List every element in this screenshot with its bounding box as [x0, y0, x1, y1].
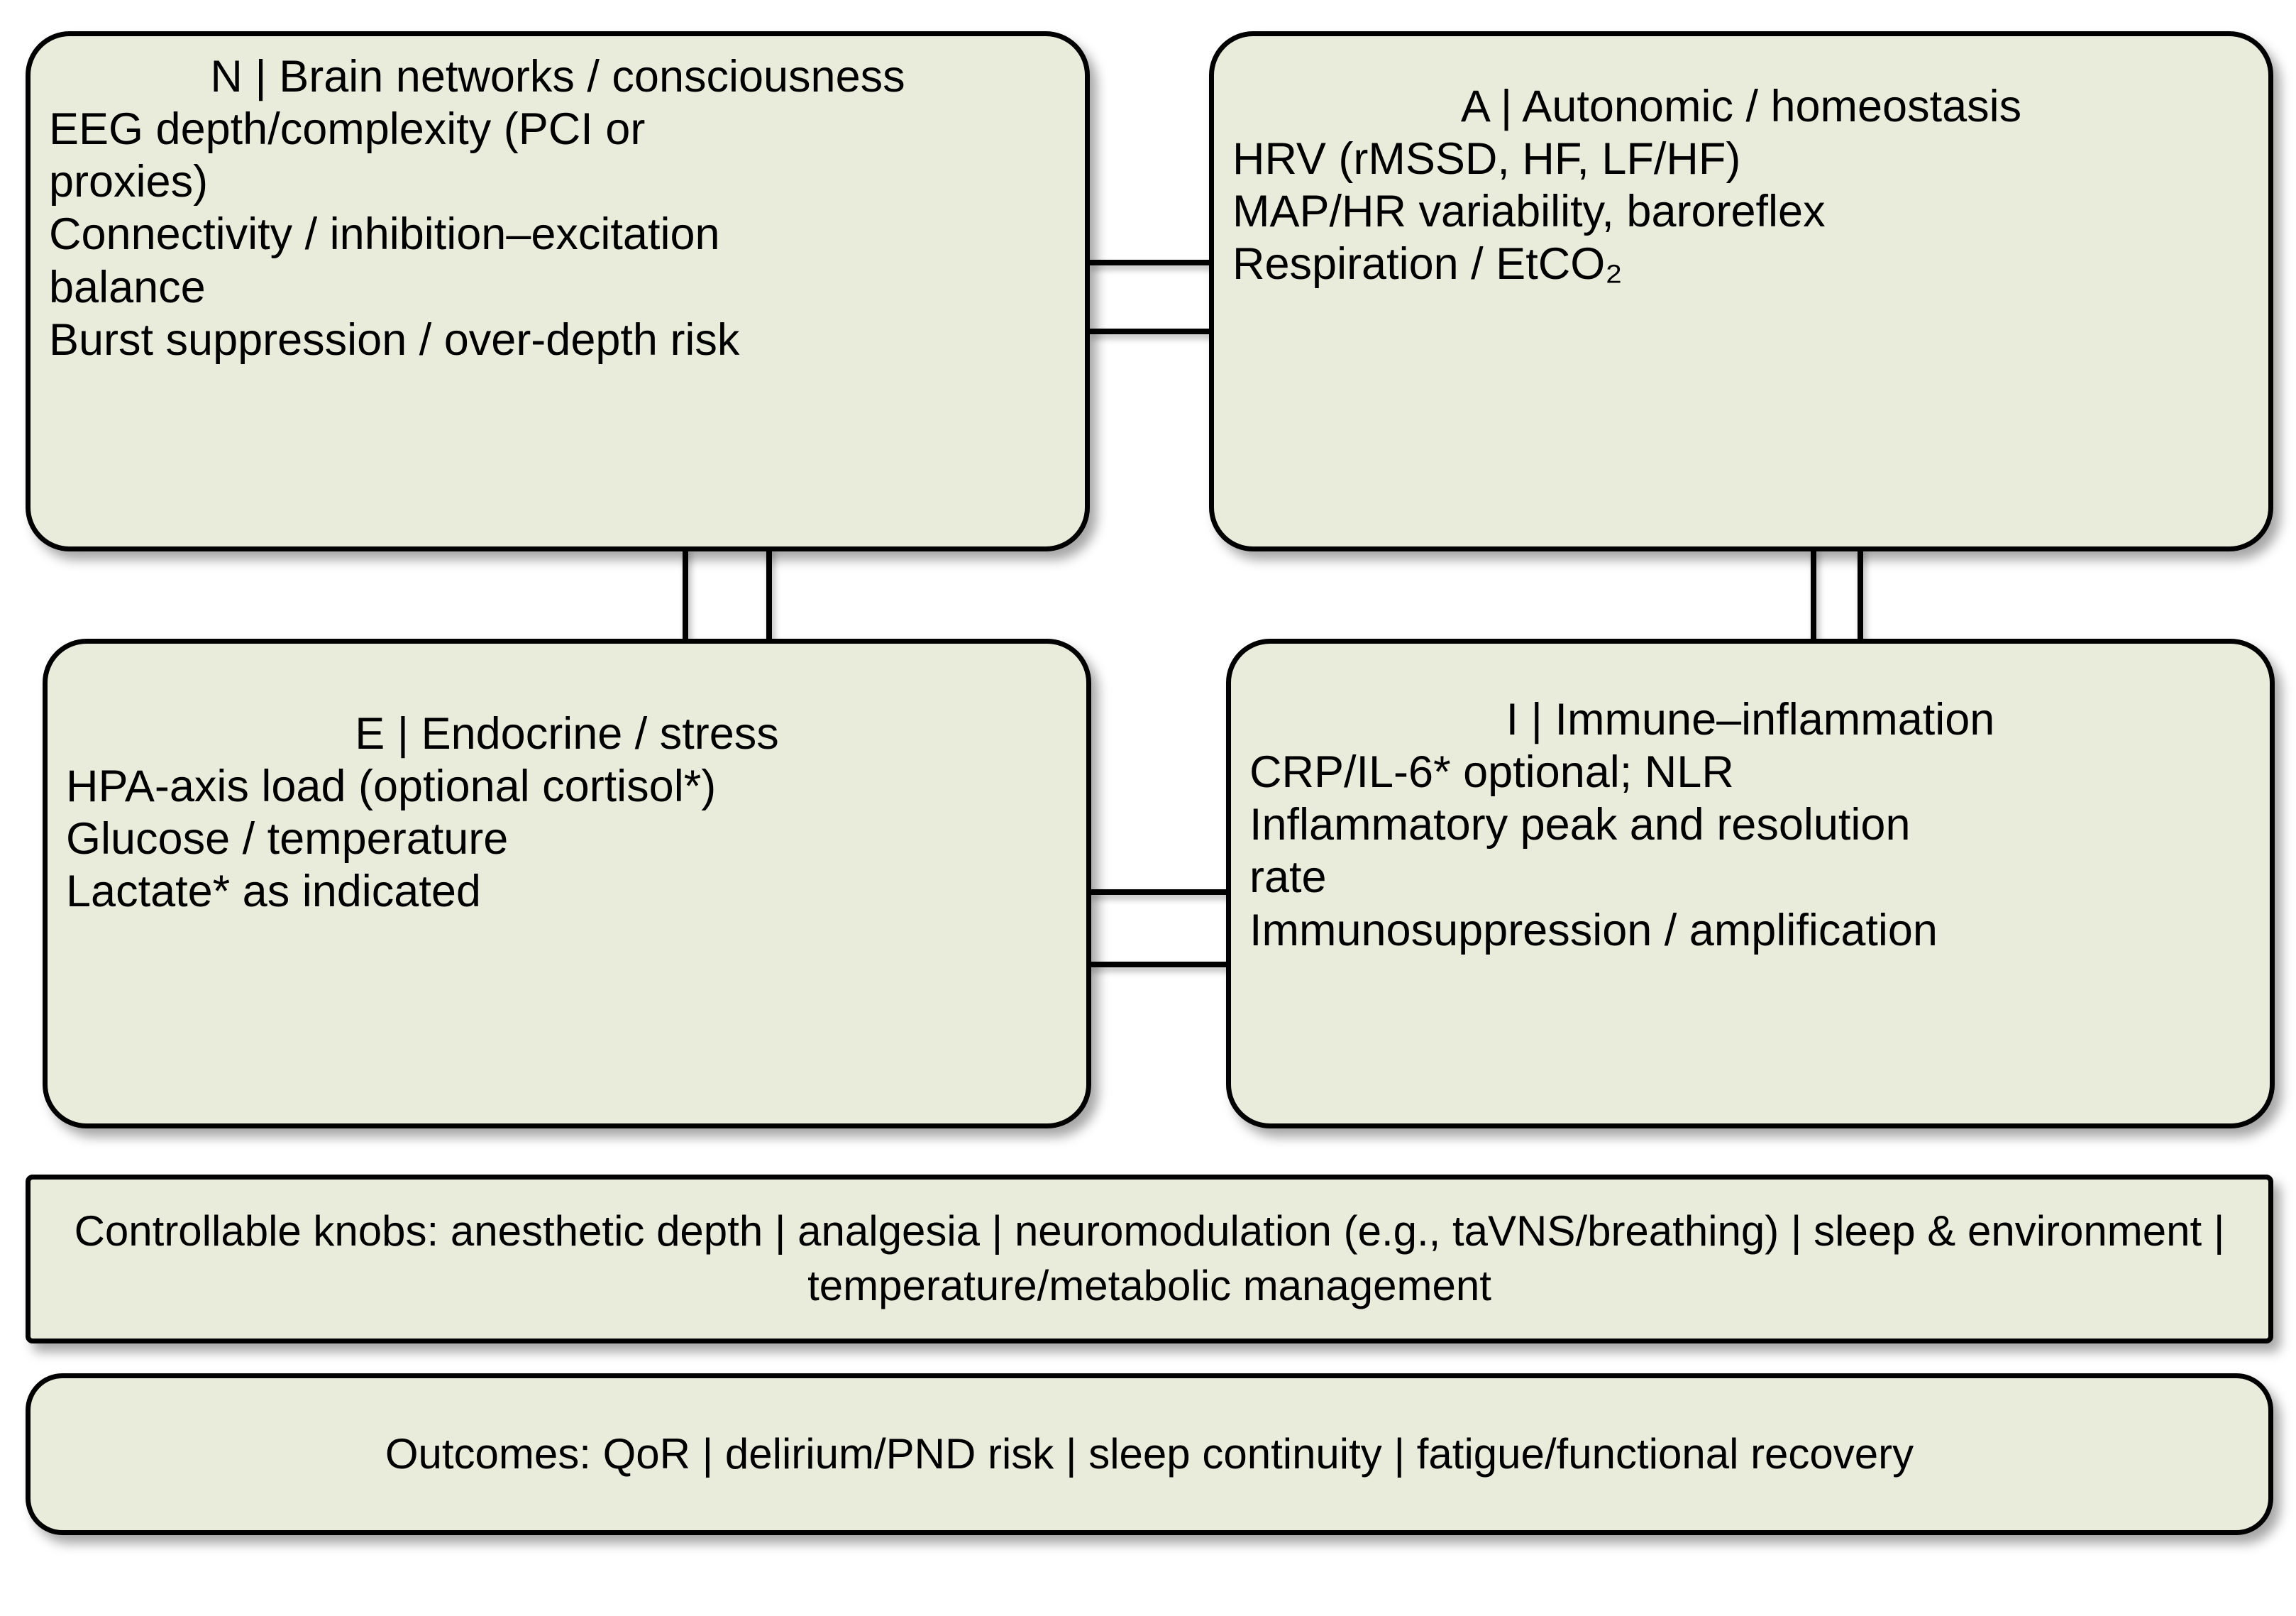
connector-brain-autonomic-lower	[1088, 329, 1213, 334]
node-brain-networks-body: EEG depth/complexity (PCI or proxies) Co…	[49, 103, 1066, 367]
node-endocrine-stress[interactable]: E | Endocrine / stress HPA-axis load (op…	[43, 639, 1091, 1128]
node-autonomic-homeostasis-title: A | Autonomic / homeostasis	[1460, 82, 2022, 131]
node-immune-inflammation-title: I | Immune–inflammation	[1506, 695, 1995, 744]
node-brain-networks-line-2: proxies)	[49, 157, 209, 207]
connector-endocrine-immune-lower	[1088, 962, 1230, 967]
connector-brain-endocrine-left	[683, 546, 688, 644]
node-immune-inflammation-line-1: CRP/IL-6* optional; NLR	[1249, 747, 1734, 797]
node-autonomic-homeostasis-content: A | Autonomic / homeostasis HRV (rMSSD, …	[1214, 36, 2268, 305]
node-brain-networks-content: N | Brain networks / consciousness EEG d…	[31, 36, 1085, 380]
node-immune-inflammation-line-3: rate	[1249, 852, 1327, 903]
node-endocrine-stress-line-1: HPA-axis load (optional cortisol*)	[66, 761, 717, 811]
node-brain-networks-line-1: EEG depth/complexity (PCI or	[49, 104, 646, 154]
node-immune-inflammation-line-2: Inflammatory peak and resolution	[1249, 800, 1911, 850]
connector-autonomic-immune-right	[1858, 546, 1863, 644]
node-endocrine-stress-body: HPA-axis load (optional cortisol*) Gluco…	[66, 760, 1068, 918]
node-autonomic-homeostasis-line-2: MAP/HR variability, baroreflex	[1232, 187, 1826, 237]
node-autonomic-homeostasis-line-3: Respiration / EtCO₂	[1232, 239, 1623, 290]
node-immune-inflammation-line-4: Immunosuppression / amplification	[1249, 905, 1938, 955]
node-endocrine-stress-line-3: Lactate* as indicated	[66, 867, 481, 917]
connector-brain-endocrine-right	[766, 546, 772, 644]
banner-outcomes-text: Outcomes: QoR | delirium/PND risk | slee…	[385, 1427, 1914, 1482]
node-immune-inflammation[interactable]: I | Immune–inflammation CRP/IL-6* option…	[1226, 639, 2275, 1128]
banner-controllable-knobs-text: Controllable knobs: anesthetic depth | a…	[72, 1204, 2227, 1314]
banner-outcomes-content: Outcomes: QoR | delirium/PND risk | slee…	[31, 1378, 2268, 1530]
node-immune-inflammation-content: I | Immune–inflammation CRP/IL-6* option…	[1231, 644, 2270, 971]
connector-endocrine-immune-upper	[1088, 889, 1230, 895]
node-brain-networks-line-5: Burst suppression / over-depth risk	[49, 315, 740, 365]
banner-outcomes[interactable]: Outcomes: QoR | delirium/PND risk | slee…	[26, 1373, 2273, 1535]
node-endocrine-stress-title: E | Endocrine / stress	[355, 709, 779, 759]
node-autonomic-homeostasis-line-1: HRV (rMSSD, HF, LF/HF)	[1232, 133, 1741, 184]
connector-autonomic-immune-left	[1811, 546, 1816, 644]
banner-outcomes-line-1: Outcomes: QoR | delirium/PND risk | slee…	[385, 1429, 1914, 1478]
node-brain-networks-line-4: balance	[49, 262, 206, 312]
node-brain-networks-line-3: Connectivity / inhibition–excitation	[49, 209, 720, 260]
banner-controllable-knobs[interactable]: Controllable knobs: anesthetic depth | a…	[26, 1175, 2273, 1343]
node-autonomic-homeostasis[interactable]: A | Autonomic / homeostasis HRV (rMSSD, …	[1209, 31, 2273, 551]
node-brain-networks[interactable]: N | Brain networks / consciousness EEG d…	[26, 31, 1090, 551]
node-immune-inflammation-body: CRP/IL-6* optional; NLR Inflammatory pea…	[1249, 746, 2251, 957]
banner-controllable-knobs-line-2: sleep & environment | temperature/metabo…	[807, 1207, 2225, 1309]
node-autonomic-homeostasis-body: HRV (rMSSD, HF, LF/HF) MAP/HR variabilit…	[1232, 133, 2250, 291]
banner-controllable-knobs-line-1: Controllable knobs: anesthetic depth | a…	[74, 1207, 1802, 1255]
node-brain-networks-title: N | Brain networks / consciousness	[210, 52, 905, 101]
connector-brain-autonomic-upper	[1088, 260, 1213, 265]
node-endocrine-stress-line-2: Glucose / temperature	[66, 814, 509, 864]
node-endocrine-stress-content: E | Endocrine / stress HPA-axis load (op…	[48, 644, 1086, 933]
banner-controllable-knobs-content: Controllable knobs: anesthetic depth | a…	[31, 1180, 2268, 1339]
